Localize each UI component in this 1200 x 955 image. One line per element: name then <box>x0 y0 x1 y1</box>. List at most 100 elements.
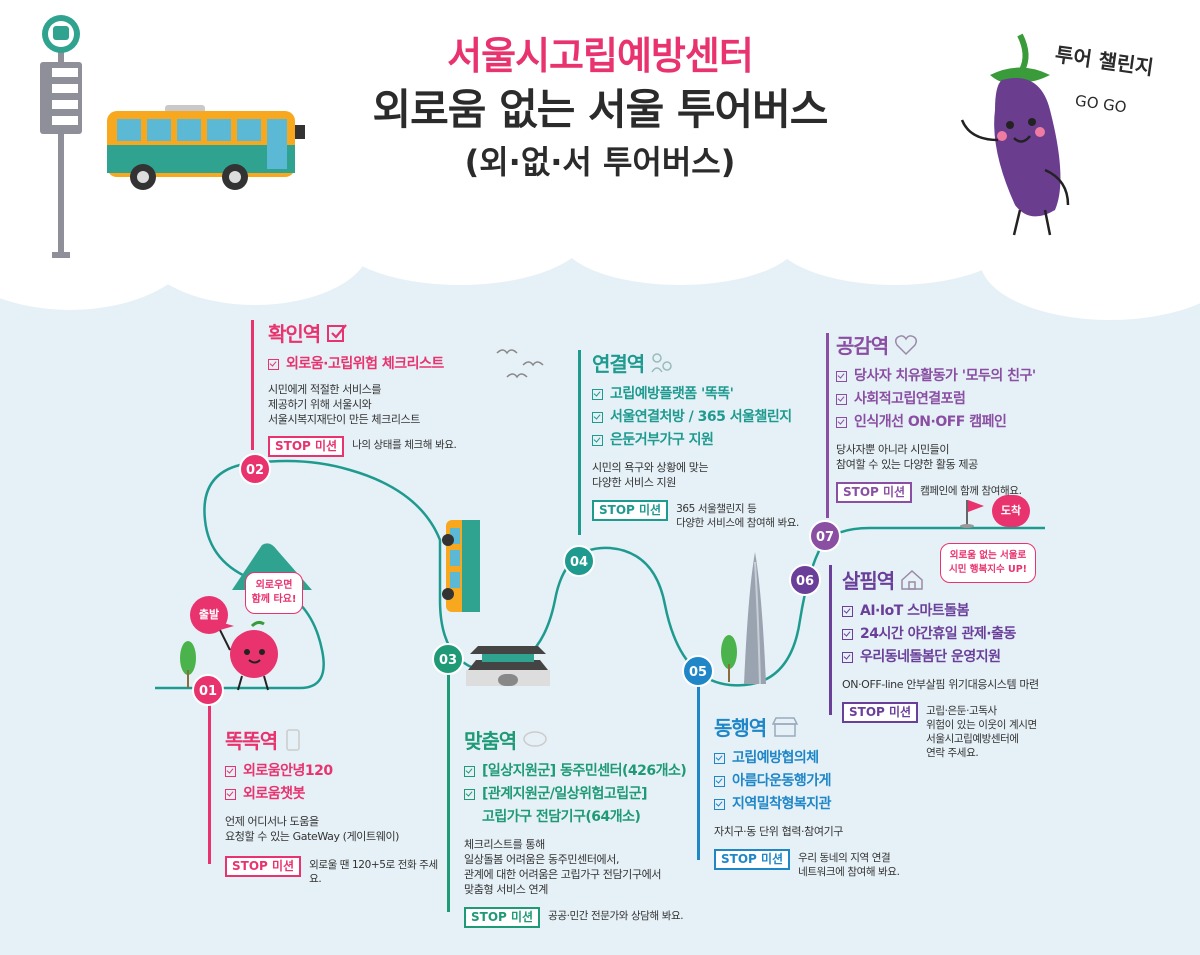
stop-mission-text: 외로울 땐 120+5로 전화 주세요. <box>309 856 445 886</box>
palace-gate-icon <box>466 646 550 686</box>
station-07-item: 사회적고립연결포럼 <box>836 388 1086 411</box>
desc-line: 서울시복지재단이 만든 체크리스트 <box>268 413 420 426</box>
station-04-item-label: 고립예방플랫폼 '똑똑' <box>610 386 734 402</box>
station-number-05: 05 <box>682 655 714 687</box>
eggplant-mascot-icon <box>960 33 1070 236</box>
checkbox-icon <box>464 789 475 800</box>
connector-line <box>829 565 832 715</box>
station-01-item: 외로움챗봇 <box>225 783 445 806</box>
stop-mission-badge: STOP 미션 <box>836 482 913 503</box>
station-01-items: 외로움안녕120 외로움챗봇 <box>225 760 445 806</box>
station-04-item: 서울연결처방 / 365 서울챌린지 <box>592 406 822 429</box>
station-07-item-label: 당사자 치유활동가 '모두의 친구' <box>854 368 1036 384</box>
cloud <box>560 190 800 285</box>
station-01-desc: 언제 어디서나 도움을 요청할 수 있는 GateWay (게이트웨이) <box>225 814 445 844</box>
station-06-item-label: 우리동네돌봄단 운영지원 <box>860 649 1001 665</box>
store-icon <box>772 716 799 737</box>
station-02-item: 외로움·고립위험 체크리스트 <box>268 353 488 376</box>
connector-line <box>251 320 254 450</box>
station-05-items: 고립예방협의체 아름다운동행가게 지역밀착형복지관 <box>714 747 934 816</box>
checkbox-icon <box>836 394 847 405</box>
station-05-item: 아름다운동행가게 <box>714 770 934 793</box>
station-03-item: [관계지원군/일상위험고립군] <box>464 783 694 806</box>
stop-text-line: 캠페인에 함께 참여해요. <box>920 485 1022 497</box>
station-06-header: 살핌역 <box>842 565 1082 594</box>
station-04-name: 연결역 <box>592 352 645 376</box>
station-05-desc: 자치구·동 단위 협력·참여기구 <box>714 824 934 839</box>
station-03-name: 맞춤역 <box>464 729 517 753</box>
station-05-name: 동행역 <box>714 716 767 740</box>
desc-line: 언제 어디서나 도움을 <box>225 815 319 828</box>
station-04-item: 고립예방플랫폼 '똑똑' <box>592 383 822 406</box>
checkbox-icon <box>714 753 725 764</box>
station-04-item-label: 은둔거부가구 지원 <box>610 432 714 448</box>
desc-line: 맞춤형 서비스 연계 <box>464 883 548 896</box>
station-05-item-label: 아름다운동행가게 <box>732 773 832 789</box>
checkbox-icon <box>592 412 603 423</box>
station-07-header: 공감역 <box>836 330 1086 359</box>
station-06-item-label: AI·IoT 스마트돌봄 <box>860 603 970 619</box>
side-bus-icon <box>442 520 480 612</box>
desc-line: 체크리스트를 통해 <box>464 838 545 851</box>
checkbox-icon <box>714 799 725 810</box>
heart-hand-icon <box>895 334 918 355</box>
connector-line <box>697 685 700 860</box>
checkbox-icon <box>836 371 847 382</box>
desc-line: 당사자뿐 아니라 시민들이 <box>836 443 950 456</box>
desc-line: 시민에게 적절한 서비스를 <box>268 383 382 396</box>
cloud <box>770 180 1020 285</box>
checkbox-icon <box>464 766 475 777</box>
desc-line: 관계에 대한 어려움은 고립가구 전담기구에서 <box>464 868 662 881</box>
station-02-item-label: 외로움·고립위험 체크리스트 <box>286 356 444 372</box>
stop-mission-badge: STOP 미션 <box>842 702 919 723</box>
station-01-item-label: 외로움안녕120 <box>243 763 333 779</box>
checkbox-icon <box>225 766 236 777</box>
finish-bubble-line-1: 외로움 없는 서울로 <box>949 550 1027 561</box>
desc-line: 참여할 수 있는 다양한 활동 제공 <box>836 458 978 471</box>
desc-line: 시민의 욕구와 상황에 맞는 <box>592 461 709 474</box>
checkbox-icon <box>225 789 236 800</box>
finish-flag-icon <box>960 500 984 528</box>
start-bubble-line-1: 외로우면 <box>255 580 293 591</box>
station-05-header: 동행역 <box>714 712 934 741</box>
tree-icon <box>721 635 737 682</box>
station-04-panel: 연결역 고립예방플랫폼 '똑똑' 서울연결처방 / 365 서울챌린지 은둔거부… <box>592 348 822 530</box>
station-03-item-label: 고립가구 전담기구(64개소) <box>482 809 641 825</box>
station-03-item-label: [관계지원군/일상위험고립군] <box>482 786 647 802</box>
station-05-item: 지역밀착형복지관 <box>714 793 934 816</box>
station-02-stop-mission: STOP 미션 나의 상태를 체크해 봐요. <box>268 436 488 457</box>
stop-text-line: 365 서울챌린지 등 <box>676 503 757 515</box>
finish-bubble-line-2: 시민 행복지수 UP! <box>948 564 1028 575</box>
connector-line <box>578 350 581 535</box>
chat-bubble-icon <box>523 730 547 747</box>
stop-text-line: 연락 주세요. <box>926 747 979 759</box>
station-number-06: 06 <box>789 564 821 596</box>
station-06-item: 우리동네돌봄단 운영지원 <box>842 646 1082 669</box>
station-07-item: 인식개선 ON·OFF 캠페인 <box>836 411 1086 434</box>
station-01-header: 똑똑역 <box>225 725 445 754</box>
desc-line: 자치구·동 단위 협력·참여기구 <box>714 825 844 838</box>
station-07-stop-mission: STOP 미션 캠페인에 함께 참여해요. <box>836 482 1086 503</box>
station-05-stop-mission: STOP 미션 우리 동네의 지역 연결 네트워크에 참여해 봐요. <box>714 849 934 879</box>
station-04-item-label: 서울연결처방 / 365 서울챌린지 <box>610 409 792 425</box>
stop-text-line: 공공·민간 전문가와 상담해 봐요. <box>548 910 684 922</box>
station-02-desc: 시민에게 적절한 서비스를 제공하기 위해 서울시와 서울시복지재단이 만든 체… <box>268 382 488 427</box>
stop-text-line: 다양한 서비스에 참여해 봐요. <box>676 517 799 529</box>
start-speech-bubble: 외로우면 함께 타요! <box>245 572 303 614</box>
stop-text-line: 우리 동네의 지역 연결 <box>798 852 891 864</box>
station-04-stop-mission: STOP 미션 365 서울챌린지 등 다양한 서비스에 참여해 봐요. <box>592 500 822 530</box>
stop-mission-badge: STOP 미션 <box>268 436 345 457</box>
finish-tag: 도착 <box>992 495 1030 527</box>
station-number-07: 07 <box>809 520 841 552</box>
station-07-item: 당사자 치유활동가 '모두의 친구' <box>836 365 1086 388</box>
station-03-item: [일상지원군] 동주민센터(426개소) <box>464 760 694 783</box>
station-01-item: 외로움안녕120 <box>225 760 445 783</box>
station-01-name: 똑똑역 <box>225 729 278 753</box>
connector-line <box>447 672 450 912</box>
station-07-name: 공감역 <box>836 334 889 358</box>
stop-text-line: 네트워크에 참여해 봐요. <box>798 866 900 878</box>
station-06-items: AI·IoT 스마트돌봄 24시간 야간휴일 관제·출동 우리동네돌봄단 운영지… <box>842 600 1082 669</box>
station-05-item: 고립예방협의체 <box>714 747 934 770</box>
checkbox-icon <box>592 435 603 446</box>
station-04-item: 은둔거부가구 지원 <box>592 429 822 452</box>
